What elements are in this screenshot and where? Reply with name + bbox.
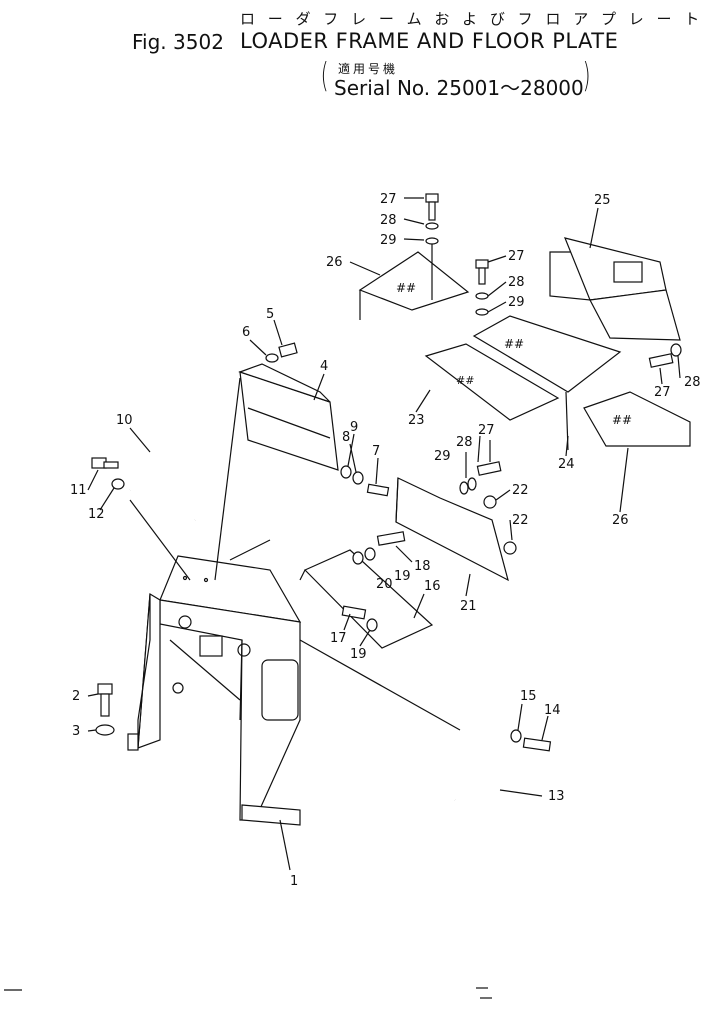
callout-19b: 19 [394,569,411,584]
part-17-bolt [341,605,367,620]
callout-13: 13 [548,789,565,804]
part-5-bolt [278,342,298,358]
callout-9: 9 [350,420,358,435]
callout-28b: 28 [508,275,525,290]
callout-19a: 19 [350,647,367,662]
svg-text:##: ## [396,281,416,295]
open-paren: ( [320,56,329,96]
serial-range: Serial No. 25001～28000 [334,76,584,100]
callout-22b: 22 [512,513,529,528]
part-3-washer [95,724,139,751]
callout-28d: 28 [456,435,473,450]
callout-6: 6 [242,325,250,340]
svg-text:##: ## [456,374,474,387]
callout-28c: 28 [684,375,701,390]
callout-5: 5 [266,307,274,322]
callout-8: 8 [342,430,350,445]
part-18-bolt [376,531,406,546]
callout-21: 21 [460,599,477,614]
callout-10: 10 [116,413,133,428]
callout-27a: 27 [380,192,397,207]
callout-23: 23 [408,413,425,428]
part-27-bolt-top [425,193,439,300]
callout-29b: 29 [508,295,525,310]
callout-14: 14 [544,703,561,718]
callout-28a: 28 [380,213,397,228]
part-22-nut-upper [483,495,497,509]
callout-2: 2 [72,689,80,704]
callout-24: 24 [558,457,575,472]
callout-17: 17 [330,631,347,646]
part-19-washer-lower [366,618,378,632]
part-14-bolt [522,737,552,752]
part-11-bolt [91,457,119,469]
part-23-floor-plate: ## [424,343,560,421]
callout-27b: 27 [508,249,525,264]
callout-18: 18 [414,559,431,574]
callout-3: 3 [72,724,80,739]
callout-12: 12 [88,507,105,522]
leader-lines [87,197,681,871]
callout-11: 11 [70,483,87,498]
callout-26b: 26 [612,513,629,528]
part-13-handle-rail [454,733,502,833]
callout-20: 20 [376,577,393,592]
part-25-top-bracket [549,237,681,341]
part-27-bolt-right [648,343,682,368]
callout-26a: 26 [326,255,343,270]
figure-number: Fig. 3502 [132,30,224,54]
part-22-nut-lower [503,541,517,555]
callout-29a: 29 [380,233,397,248]
page-edge-marks [4,987,492,999]
callout-29c: 29 [434,449,451,464]
svg-text:##: ## [504,337,524,351]
part-9-washer [340,465,352,479]
part-12-washer [111,478,125,490]
part-2-bolt [97,683,113,717]
diagram-title: LOADER FRAME AND FLOOR PLATE [240,29,619,53]
part-10-handle [128,448,214,581]
part-19-washer-upper [364,547,376,561]
part-1-loader-frame [137,539,461,826]
callout-15: 15 [520,689,537,704]
part-7-bolt [366,483,390,497]
part-21-bracket-plate [395,477,509,582]
part-27-bolt-lower [459,461,502,495]
serial-japanese-label: 適用号機 [338,62,399,76]
japanese-title: ロ ー ダ フ レ ー ム お よ び フ ロ ア プ レ ー ト [240,10,704,28]
part-15-washer [510,729,522,743]
part-26-plate-lower: ## [583,391,691,447]
part-6-washer [265,353,279,363]
part-27-bolt-mid [475,259,489,316]
part-20-washer [352,551,364,565]
callout-4: 4 [320,359,328,374]
callout-27c: 27 [654,385,671,400]
part-16-mid-plate [299,549,434,649]
part-8-washer [352,471,364,485]
close-paren: ) [582,56,591,96]
part-4-bracket [214,363,339,581]
callout-27d: 27 [478,423,495,438]
callout-25: 25 [594,193,611,208]
callout-7: 7 [372,444,380,459]
callout-1: 1 [290,874,298,889]
callout-labels: 1 2 3 4 5 6 7 8 9 10 11 12 13 14 15 16 1… [70,192,701,889]
callout-16: 16 [424,579,441,594]
svg-text:##: ## [612,413,632,427]
callout-22a: 22 [512,483,529,498]
part-26-plate-upper: ## [358,251,470,320]
